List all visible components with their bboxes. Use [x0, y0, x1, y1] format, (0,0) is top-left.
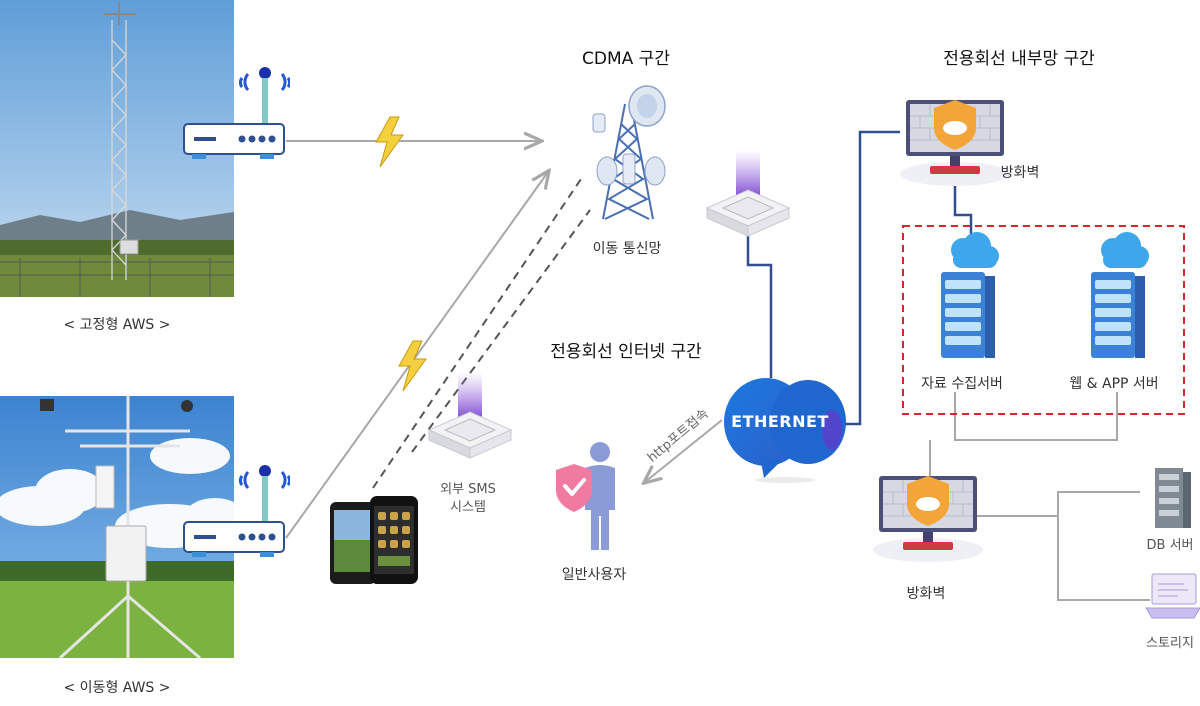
line-router2-cdma	[285, 172, 548, 539]
section-internal: 전용회선 내부망 구간	[943, 49, 1095, 69]
firewall-bottom-icon	[873, 476, 983, 562]
section-cdma: CDMA 구간	[582, 49, 670, 69]
line-firewall-db	[975, 491, 1140, 517]
mobile-aws-label: < 이동형 AWS >	[63, 680, 171, 696]
user-label: 일반사용자	[561, 567, 627, 583]
firewall-top-label: 방화벽	[1000, 165, 1040, 181]
sms-label-line2: 시스템	[450, 500, 486, 515]
firewall-top-icon	[900, 100, 1010, 186]
switch-icon	[705, 150, 791, 237]
dashed-phone-cdma	[372, 175, 584, 489]
fixed-aws-label: < 고정형 AWS >	[63, 317, 171, 333]
line-ethernet-user	[645, 419, 723, 482]
collect-server-icon	[941, 232, 999, 358]
router-bottom-icon	[183, 465, 290, 557]
section-internet: 전용회선 인터넷 구간	[550, 342, 702, 362]
lightning-icon-top	[375, 116, 404, 168]
db-server-label: DB 서버	[1146, 538, 1194, 553]
user-icon	[556, 442, 615, 550]
mobile-network-label: 이동 통신망	[592, 241, 662, 257]
sms-system-icon	[427, 372, 513, 459]
line-firewall-collect	[953, 182, 973, 238]
firewall-bottom-label: 방화벽	[906, 586, 946, 602]
line-servers-firewall	[954, 392, 1118, 441]
storage-icon	[1145, 573, 1200, 619]
web-server-label: 웹 & APP 서버	[1069, 376, 1159, 392]
cell-tower-icon	[592, 85, 666, 220]
sms-label-line1: 외부 SMS	[440, 482, 496, 497]
smartphone-icon	[330, 496, 418, 584]
line-switch-ethernet	[746, 232, 773, 378]
line-ethernet-firewall	[836, 130, 900, 426]
lightning-icon-bottom	[398, 340, 427, 392]
server-group-border	[902, 225, 1185, 415]
ethernet-cloud-icon	[724, 378, 846, 483]
line-firewall-storage	[1057, 516, 1150, 601]
ethernet-label: ETHERNET	[731, 412, 829, 431]
web-app-server-icon	[1091, 232, 1149, 358]
storage-label: 스토리지	[1146, 636, 1194, 651]
router-top-icon	[183, 67, 290, 159]
db-server-icon	[1155, 468, 1191, 528]
collect-server-label: 자료 수집서버	[921, 376, 1003, 392]
